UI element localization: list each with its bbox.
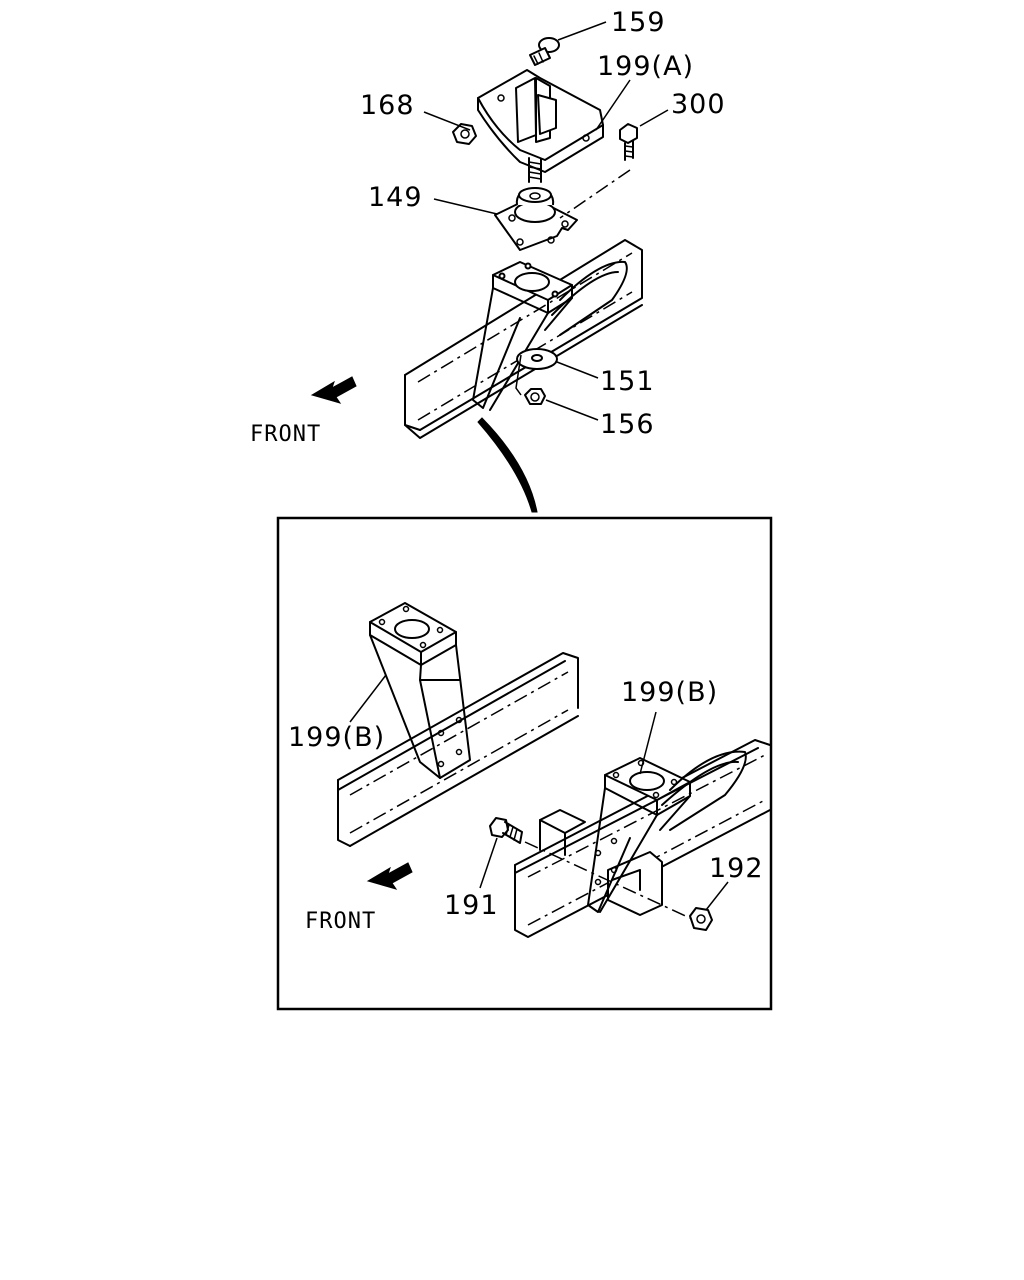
inset-frame	[276, 516, 773, 1011]
bolt-159	[529, 37, 560, 66]
callout-192: 192	[709, 853, 764, 884]
inset-detail: 199(B) 199(B) 191 192 FRONT	[276, 516, 773, 1011]
inset-left-rail	[337, 652, 579, 847]
front-arrow-icon	[310, 376, 357, 404]
front-label-inset: FRONT	[305, 909, 376, 934]
upper-exploded-view: 159 199(A) 168 300 149 151 156 FRONT	[250, 7, 726, 447]
callout-300: 300	[671, 89, 726, 120]
front-arrow-inset-icon	[366, 862, 413, 890]
lower-bracket	[472, 260, 628, 411]
bolt-300	[559, 123, 638, 219]
connector-arrow	[477, 417, 538, 513]
inset-leader-lines	[349, 674, 729, 911]
callout-199b-left: 199(B)	[288, 722, 385, 753]
callout-159: 159	[611, 7, 666, 38]
washer-151	[516, 348, 558, 370]
bolt-191	[489, 817, 523, 844]
callout-199b-right: 199(B)	[621, 677, 718, 708]
callout-199a: 199(A)	[597, 51, 694, 82]
inset-left-bracket	[369, 602, 471, 779]
callout-156: 156	[600, 409, 655, 440]
upper-bracket-199a	[477, 69, 604, 173]
inset-right-bracket	[524, 750, 747, 919]
callout-191: 191	[444, 890, 499, 921]
nut-168	[452, 123, 477, 145]
callout-168: 168	[360, 90, 415, 121]
nut-156	[524, 388, 546, 405]
callout-149: 149	[368, 182, 423, 213]
upper-leader-lines	[423, 21, 669, 421]
nut-192	[689, 907, 713, 931]
rubber-mount-149	[494, 187, 578, 251]
callout-151: 151	[600, 366, 655, 397]
front-label-top: FRONT	[250, 422, 321, 447]
